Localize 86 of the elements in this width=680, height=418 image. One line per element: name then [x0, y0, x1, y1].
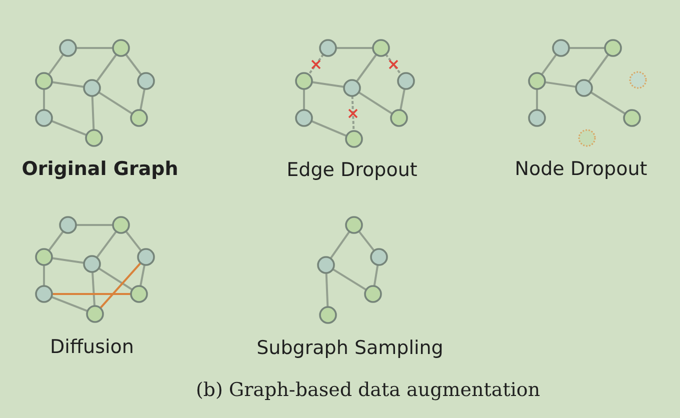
graph-edge	[48, 230, 64, 252]
graph-edge	[373, 264, 379, 286]
graph-edge	[569, 47, 605, 49]
graph-node-circle	[35, 248, 53, 266]
graph-edge	[51, 120, 87, 136]
graph-node-circle	[130, 285, 148, 303]
graph-node-circle	[552, 39, 570, 57]
graph-edge	[98, 267, 133, 291]
panel-label: Diffusion	[50, 336, 134, 358]
panel-label: Edge Dropout	[286, 159, 418, 181]
graph-edge	[588, 54, 610, 82]
graph-node-circle	[35, 285, 53, 303]
graph-edge	[325, 272, 329, 308]
graph-edge	[52, 293, 131, 295]
graph-edge	[91, 272, 96, 306]
graph-edge	[385, 54, 402, 76]
graph-node-circle	[345, 216, 363, 234]
graph-node-circle	[370, 248, 388, 266]
graph-edge	[98, 91, 133, 115]
graph-edge	[544, 81, 576, 88]
graph-node-circle	[372, 39, 390, 57]
graph-node-circle	[343, 79, 361, 97]
dropped-node-circle	[578, 129, 596, 147]
graph-node-circle	[623, 109, 641, 127]
graph-node-circle	[575, 79, 593, 97]
graph-node-circle	[364, 285, 382, 303]
graph-edge	[96, 230, 118, 258]
graph-edge	[52, 257, 84, 264]
graph-edge	[356, 54, 378, 82]
figure-caption: (b) Graph-based data augmentation	[196, 379, 540, 401]
graph-node-circle	[59, 216, 77, 234]
graph-edge	[125, 230, 142, 252]
graph-node-circle	[390, 109, 408, 127]
graph-edge	[76, 224, 113, 226]
graph-node-circle	[137, 72, 155, 90]
graph-edge	[358, 230, 375, 252]
graph-edge	[400, 88, 406, 110]
graph-edge	[336, 47, 373, 49]
graph-node-circle	[345, 130, 363, 148]
dropped-node-circle	[629, 71, 647, 89]
graph-node-circle	[295, 72, 313, 90]
graph-node-circle	[112, 216, 130, 234]
graph-edge	[140, 88, 146, 110]
panel-label: Original Graph	[22, 158, 178, 180]
graph-node-circle	[317, 256, 335, 274]
graph-node-circle	[59, 39, 77, 57]
graph-edge	[91, 96, 95, 130]
graph-edge	[312, 81, 344, 88]
graph-node-circle	[528, 72, 546, 90]
graph-edge	[100, 262, 142, 309]
graph-edge	[96, 54, 118, 82]
graph-node-circle	[112, 39, 130, 57]
graph-edge	[43, 265, 45, 286]
graph-node-circle	[137, 248, 155, 266]
graph-node-circle	[85, 129, 103, 147]
graph-edge	[311, 120, 347, 137]
graph-edge	[125, 54, 142, 76]
graph-edge	[332, 268, 367, 291]
graph-edge	[303, 89, 305, 110]
graph-edge	[590, 91, 626, 115]
graph-edge	[140, 264, 146, 286]
graph-edge	[51, 296, 88, 312]
graph-node-circle	[528, 109, 546, 127]
graph-node-circle	[319, 306, 337, 324]
graph-node-circle	[83, 79, 101, 97]
graph-edge	[52, 81, 84, 88]
graph-node-circle	[83, 255, 101, 273]
panel-label: Subgraph Sampling	[256, 337, 444, 359]
graph-node-circle	[295, 109, 313, 127]
graph-node-circle	[130, 109, 148, 127]
graph-edge	[43, 89, 45, 110]
graph-edge	[540, 54, 558, 76]
graph-node-circle	[397, 72, 415, 90]
graph-node-circle	[86, 305, 104, 323]
graph-edge	[308, 54, 324, 76]
graph-edge	[76, 47, 113, 49]
graph-edge	[48, 54, 64, 76]
graph-edge	[351, 96, 355, 132]
graph-node-circle	[35, 72, 53, 90]
graph-node-circle	[604, 39, 622, 57]
panel-label: Node Dropout	[514, 158, 648, 180]
graph-edge	[358, 91, 393, 115]
graph-node-circle	[35, 109, 53, 127]
graph-edge	[330, 230, 350, 260]
graph-edge	[536, 89, 538, 110]
graph-node-circle	[319, 39, 337, 57]
